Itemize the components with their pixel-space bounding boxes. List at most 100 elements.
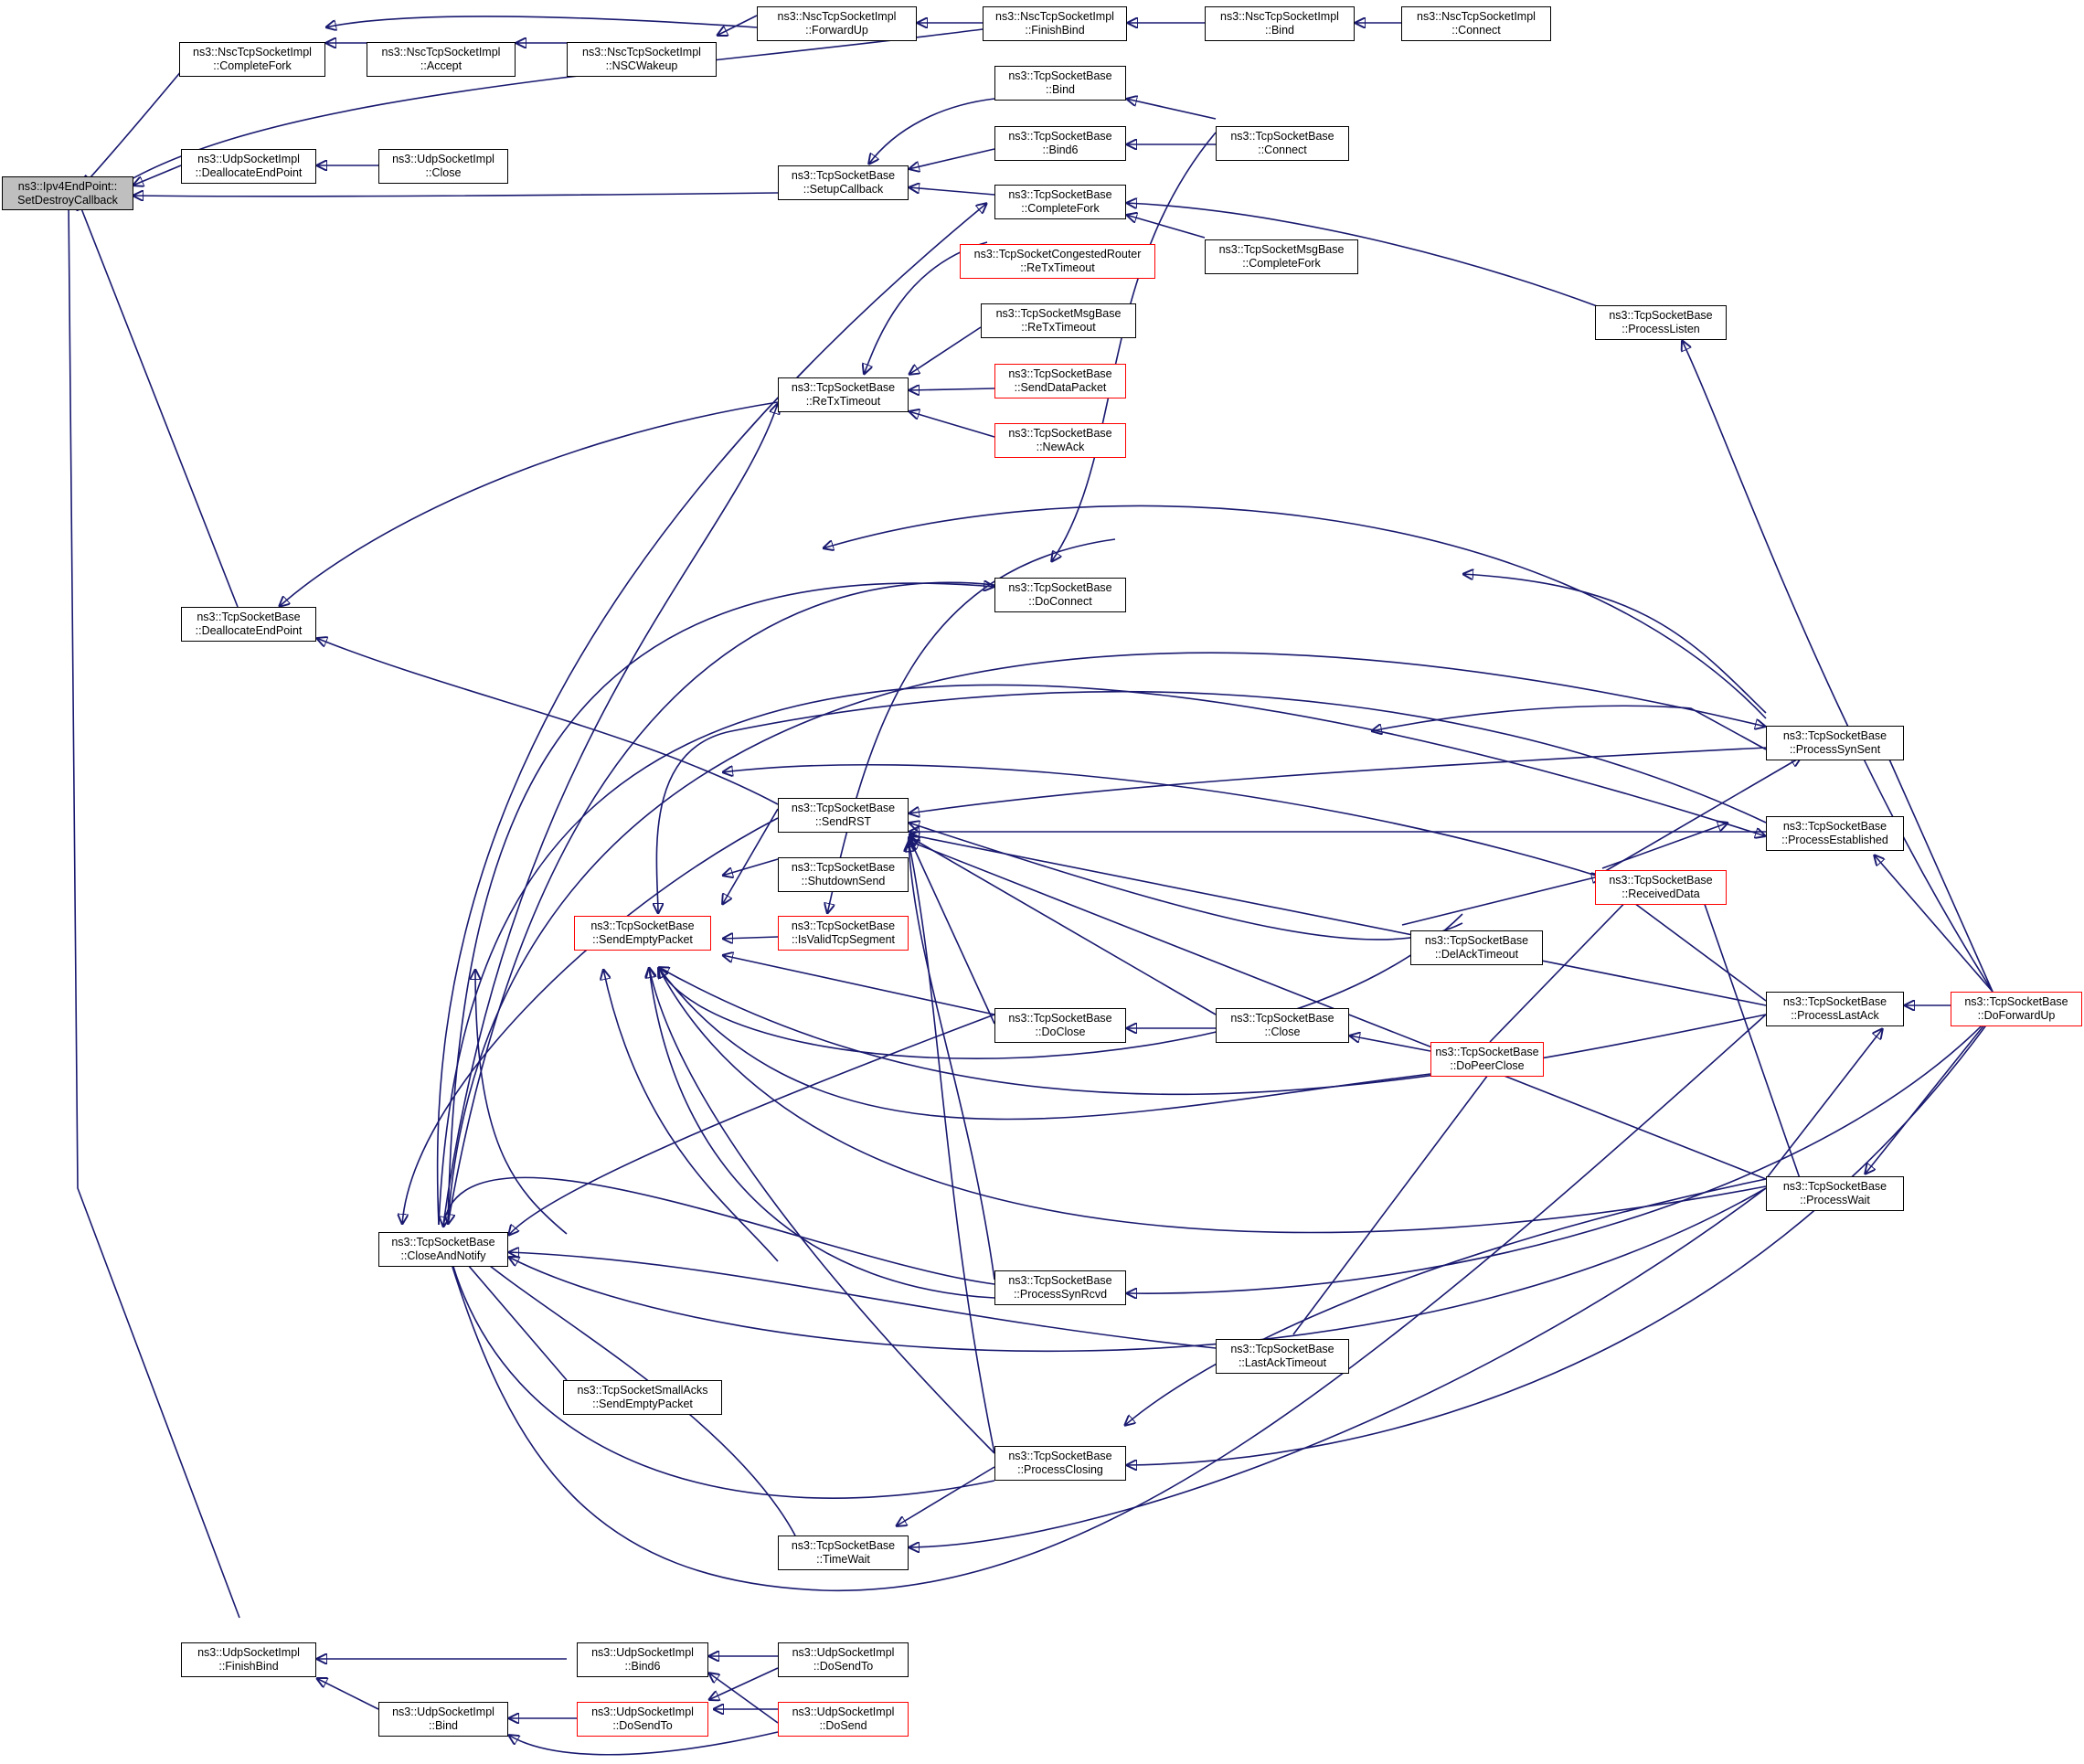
node-label-line1: ns3::UdpSocketImpl: [197, 1646, 300, 1659]
edge-tcp-isvalid-tcp-sendempty: [722, 937, 779, 939]
node-label-line1: ns3::NscTcpSocketImpl: [1417, 10, 1536, 23]
node-tcp-lastacktimeout[interactable]: ns3::TcpSocketBase ::LastAckTimeout: [1216, 1339, 1349, 1374]
edge-tcp-processclosing-tcp-closeandnotify: [448, 1248, 995, 1499]
node-label-line1: ns3::TcpSocketMsgBase: [995, 307, 1122, 320]
node-tcp-bind[interactable]: ns3::TcpSocketBase ::Bind: [994, 66, 1126, 101]
node-label-line2: ::Bind6: [1042, 143, 1079, 156]
edge-tcp-connect-tcp-bind: [1126, 99, 1217, 120]
node-tcp-connect[interactable]: ns3::TcpSocketBase ::Connect: [1216, 126, 1349, 161]
node-tcp-doforwardup[interactable]: ns3::TcpSocketBase ::DoForwardUp: [1951, 992, 2082, 1026]
edge-tcp-processlastack-tcp-sendrst: [909, 834, 1767, 1006]
node-tcp-timewait[interactable]: ns3::TcpSocketBase ::TimeWait: [778, 1536, 909, 1570]
edge-tcp-receiveddata-tcp-sendempty-up: [722, 763, 1603, 878]
node-label-line1: ns3::TcpSocketBase: [1008, 367, 1112, 380]
node-tcp-deallocateendpoint[interactable]: ns3::TcpSocketBase ::DeallocateEndPoint: [181, 607, 316, 642]
node-label-line1: ns3::Ipv4EndPoint::: [17, 179, 118, 193]
node-tcp-newack[interactable]: ns3::TcpSocketBase ::NewAck: [994, 423, 1126, 458]
node-congested-router-retxtimeout[interactable]: ns3::TcpSocketCongestedRouter ::ReTxTime…: [960, 244, 1155, 279]
node-udp-dosend[interactable]: ns3::UdpSocketImpl ::DoSend: [778, 1702, 909, 1737]
node-nsc-nscwakeup[interactable]: ns3::NscTcpSocketImpl ::NSCWakeup: [567, 42, 717, 77]
node-smallacks-sendemptypacket[interactable]: ns3::TcpSocketSmallAcks ::SendEmptyPacke…: [563, 1380, 722, 1415]
node-tcp-processsynsent[interactable]: ns3::TcpSocketBase ::ProcessSynSent: [1766, 726, 1904, 760]
node-label-line2: ::CompleteFork: [1021, 202, 1100, 215]
edge-tcp-doforwardup-tcp-processlisten: [1682, 340, 1994, 993]
edge-tcp-processwait-tcp-processclosing: [1124, 1178, 1767, 1426]
node-msg-completefork[interactable]: ns3::TcpSocketMsgBase ::CompleteFork: [1205, 239, 1358, 274]
node-tcp-processlisten[interactable]: ns3::TcpSocketBase ::ProcessListen: [1595, 305, 1727, 340]
node-tcp-isvalidtcpsegment[interactable]: ns3::TcpSocketBase ::IsValidTcpSegment: [778, 916, 909, 951]
node-nsc-finishbind[interactable]: ns3::NscTcpSocketImpl ::FinishBind: [983, 6, 1127, 41]
node-nsc-connect[interactable]: ns3::NscTcpSocketImpl ::Connect: [1401, 6, 1551, 41]
node-nsc-forwardup[interactable]: ns3::NscTcpSocketImpl ::ForwardUp: [757, 6, 917, 41]
node-ipv4endpoint-setdestroycallback: ns3::Ipv4EndPoint:: SetDestroyCallback: [2, 176, 133, 210]
edge-tcp-processclosing-tcp-sendrst: [909, 841, 995, 1454]
node-tcp-retxtimeout[interactable]: ns3::TcpSocketBase ::ReTxTimeout: [778, 377, 909, 412]
node-tcp-setupcallback[interactable]: ns3::TcpSocketBase ::SetupCallback: [778, 165, 909, 200]
node-udp-bind6[interactable]: ns3::UdpSocketImpl ::Bind6: [577, 1642, 708, 1677]
node-label-line2: ::SetupCallback: [803, 183, 884, 196]
node-udp-deallocateendpoint[interactable]: ns3::UdpSocketImpl ::DeallocateEndPoint: [181, 149, 316, 184]
node-tcp-doconnect[interactable]: ns3::TcpSocketBase ::DoConnect: [994, 578, 1126, 612]
node-label-line1: ns3::UdpSocketImpl: [591, 1646, 694, 1659]
node-label-line2: ::CompleteFork: [1242, 257, 1321, 270]
node-tcp-processestablished[interactable]: ns3::TcpSocketBase ::ProcessEstablished: [1766, 816, 1904, 851]
node-tcp-receiveddata[interactable]: ns3::TcpSocketBase ::ReceivedData: [1595, 870, 1727, 905]
edge-tcp-dopeerclose-tcp-receiveddata: [1489, 891, 1636, 1043]
node-tcp-shutdownsend[interactable]: ns3::TcpSocketBase ::ShutdownSend: [778, 857, 909, 892]
node-label-line2: ::ProcessListen: [1621, 323, 1700, 335]
edge-tcp-processlastack-tcp-sendempty: [658, 967, 1767, 1096]
node-tcp-bind6[interactable]: ns3::TcpSocketBase ::Bind6: [994, 126, 1126, 161]
node-label-line2: ::ReTxTimeout: [805, 395, 881, 408]
node-label-line1: ns3::NscTcpSocketImpl: [193, 46, 312, 58]
node-tcp-completefork[interactable]: ns3::TcpSocketBase ::CompleteFork: [994, 185, 1126, 219]
node-udp-finishbind[interactable]: ns3::UdpSocketImpl ::FinishBind: [181, 1642, 316, 1677]
node-label-line1: ns3::TcpSocketBase: [1008, 1450, 1112, 1462]
edge-tcp-processest-tcp-sendempty: [656, 690, 1767, 914]
node-nsc-bind[interactable]: ns3::NscTcpSocketImpl ::Bind: [1205, 6, 1355, 41]
node-label-line2: ::ReceivedData: [1621, 887, 1700, 900]
node-udp-dosendto-right[interactable]: ns3::UdpSocketImpl ::DoSendTo: [778, 1642, 909, 1677]
node-label-line1: ns3::TcpSocketBase: [1782, 820, 1887, 833]
edge-tcp-doclose-tcp-sendrst: [909, 836, 995, 1025]
edge-tcp-closeandnotify-tcp-doconnect: [447, 583, 994, 1226]
edge-tcp-shutdownsend-tcp-sendempty: [722, 858, 779, 876]
node-label-line2: ::IsValidTcpSegment: [791, 933, 896, 946]
node-tcp-close[interactable]: ns3::TcpSocketBase ::Close: [1216, 1008, 1349, 1043]
edge-tcp-setupcb-root: [133, 193, 779, 197]
node-udp-dosendto[interactable]: ns3::UdpSocketImpl ::DoSendTo: [577, 1702, 708, 1737]
edge-tcp-processwait-tcp-doforwardup-up: [1765, 1028, 1883, 1180]
edge-tcp-doconnect-tcp-closeandnotify: [448, 581, 995, 1225]
node-label-line1: ns3::TcpSocketBase: [791, 861, 896, 874]
node-tcp-processclosing[interactable]: ns3::TcpSocketBase ::ProcessClosing: [994, 1446, 1126, 1481]
node-tcp-doclose[interactable]: ns3::TcpSocketBase ::DoClose: [994, 1008, 1126, 1043]
node-tcp-sendrst[interactable]: ns3::TcpSocketBase ::SendRST: [778, 798, 909, 833]
node-nsc-completefork[interactable]: ns3::NscTcpSocketImpl ::CompleteFork: [179, 42, 325, 77]
node-tcp-dopeerclose[interactable]: ns3::TcpSocketBase ::DoPeerClose: [1430, 1042, 1544, 1077]
node-tcp-processsynrcvd[interactable]: ns3::TcpSocketBase ::ProcessSynRcvd: [994, 1270, 1126, 1305]
edge-tcp-closeandnotify-tcp-retx: [442, 403, 778, 1226]
edge-cong-retx-tcp-retx: [864, 241, 988, 375]
node-udp-bind[interactable]: ns3::UdpSocketImpl ::Bind: [378, 1702, 508, 1737]
node-label-line1: ns3::TcpSocketBase: [1008, 1012, 1112, 1025]
node-label-line1: ns3::UdpSocketImpl: [792, 1706, 895, 1718]
node-label-line2: ::ProcessWait: [1800, 1194, 1870, 1206]
edge-tcp-doforwardup-tcp-processsynsent: [1883, 745, 1994, 993]
node-tcp-processwait[interactable]: ns3::TcpSocketBase ::ProcessWait: [1766, 1176, 1904, 1211]
edge-tcp-bind-tcp-setupcb: [868, 98, 995, 165]
node-label-line1: ns3::UdpSocketImpl: [392, 153, 494, 165]
node-tcp-processlastack[interactable]: ns3::TcpSocketBase ::ProcessLastAck: [1766, 992, 1904, 1026]
node-tcp-delacktimeout[interactable]: ns3::TcpSocketBase ::DelAckTimeout: [1410, 930, 1543, 965]
node-label-line2: ::Bind: [1046, 83, 1075, 96]
edge-tcp-connect-tcp-doconnect: [1051, 132, 1217, 562]
node-tcp-closeandnotify[interactable]: ns3::TcpSocketBase ::CloseAndNotify: [378, 1232, 508, 1267]
node-udp-close[interactable]: ns3::UdpSocketImpl ::Close: [378, 149, 508, 184]
node-tcp-senddatapacket[interactable]: ns3::TcpSocketBase ::SendDataPacket: [994, 364, 1126, 398]
edge-tcp-sendempty-closeandnotify-link: [603, 969, 779, 1262]
edge-tcp-processsynrcvd-tcp-sendrst: [909, 841, 995, 1280]
node-msg-retxtimeout[interactable]: ns3::TcpSocketMsgBase ::ReTxTimeout: [981, 303, 1136, 338]
node-label-line2: ::LastAckTimeout: [1238, 1356, 1327, 1369]
node-tcp-sendemptypacket[interactable]: ns3::TcpSocketBase ::SendEmptyPacket: [574, 916, 711, 951]
node-label-line2: ::Close: [425, 166, 462, 179]
node-nsc-accept[interactable]: ns3::NscTcpSocketImpl ::Accept: [367, 42, 516, 77]
